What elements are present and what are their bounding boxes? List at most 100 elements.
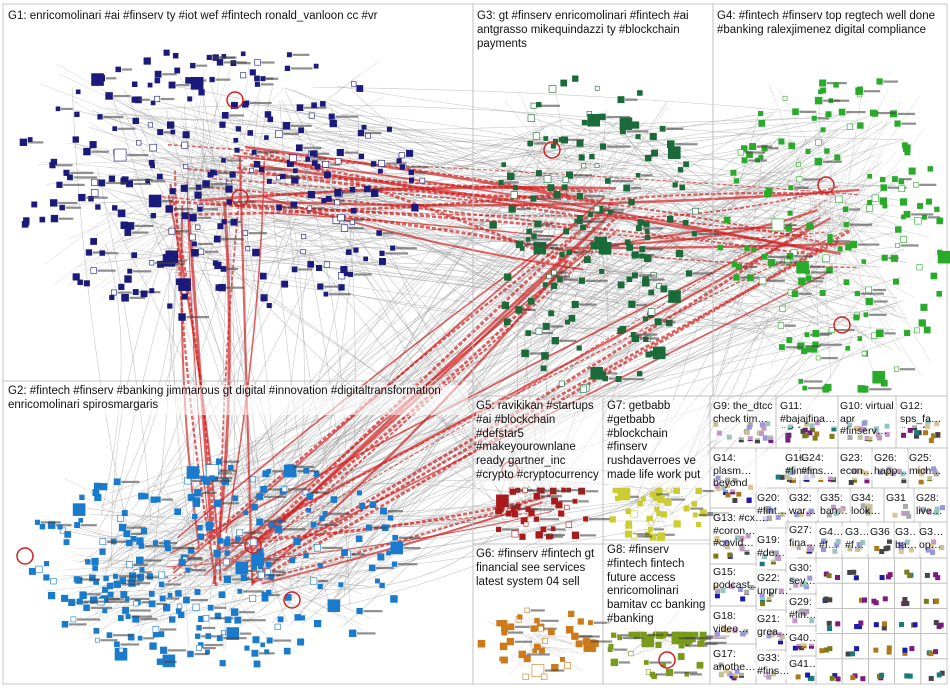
node <box>91 238 97 244</box>
group-label-g14: G14: plasm… beyond hype… <box>713 452 767 492</box>
node <box>198 534 204 540</box>
node-label <box>286 176 298 178</box>
node-label <box>383 232 394 234</box>
node <box>246 247 250 251</box>
node <box>526 331 531 336</box>
node <box>851 570 856 575</box>
node-label <box>404 547 421 549</box>
node-label <box>63 184 85 186</box>
node <box>572 633 579 640</box>
node <box>651 134 656 139</box>
node <box>224 576 231 583</box>
node <box>164 50 170 56</box>
node <box>595 237 607 249</box>
node <box>245 646 250 651</box>
node <box>203 477 210 484</box>
node <box>895 243 899 247</box>
node-label <box>385 252 408 254</box>
node <box>121 222 128 229</box>
node <box>926 199 931 204</box>
node <box>549 85 556 92</box>
node-label <box>537 198 561 200</box>
node-label <box>66 207 81 209</box>
node <box>629 301 636 308</box>
node <box>170 188 176 194</box>
edge <box>101 244 121 515</box>
node <box>290 155 297 162</box>
node <box>562 185 567 190</box>
node <box>684 506 689 511</box>
node-label <box>675 143 697 145</box>
node <box>261 295 268 302</box>
node <box>676 250 683 257</box>
node <box>292 267 297 272</box>
node <box>573 499 577 503</box>
node-label <box>580 220 591 222</box>
node <box>866 287 872 293</box>
node-label <box>579 635 592 637</box>
node <box>177 604 182 609</box>
node <box>100 251 105 256</box>
node <box>216 566 220 570</box>
node <box>715 593 720 598</box>
node <box>549 311 554 316</box>
node <box>143 494 148 499</box>
node-label <box>233 201 256 203</box>
node <box>252 650 258 656</box>
node <box>866 298 873 305</box>
node <box>539 648 544 653</box>
group-label-g31: G31 <box>886 492 914 520</box>
node <box>250 70 256 76</box>
group-label-g30: G30: sev… ban… <box>789 562 817 590</box>
node-label <box>505 505 520 507</box>
node-label <box>846 111 866 113</box>
node <box>219 592 225 598</box>
node <box>747 275 753 281</box>
node-label <box>219 470 236 472</box>
group-label-g29: G29: #fin… <box>789 596 817 624</box>
node-label <box>197 217 211 219</box>
node <box>933 572 938 577</box>
node <box>377 231 382 236</box>
node <box>44 575 50 581</box>
node-label <box>205 251 219 253</box>
node-label <box>215 477 232 479</box>
node <box>758 111 763 116</box>
node <box>86 250 92 256</box>
group-panel <box>868 583 894 608</box>
node <box>579 278 585 284</box>
node-label <box>542 223 552 225</box>
node-label <box>547 528 566 530</box>
node <box>206 634 211 639</box>
node-label <box>61 108 73 110</box>
node <box>235 617 241 623</box>
node <box>577 346 582 351</box>
node <box>237 530 243 536</box>
node <box>523 674 529 680</box>
node-label <box>127 154 148 156</box>
node <box>522 350 529 357</box>
node <box>193 604 199 610</box>
node-label <box>264 520 287 522</box>
node <box>316 265 321 270</box>
node <box>126 540 132 546</box>
group-label-g28: G28: live… <box>916 492 946 520</box>
node-label <box>591 640 613 642</box>
node <box>850 675 855 680</box>
group-label-g6: G6: #finserv #fintech gt financial see s… <box>476 548 602 606</box>
node <box>169 82 175 88</box>
node-label <box>604 372 617 374</box>
node <box>181 185 188 192</box>
node <box>844 280 849 285</box>
node-label <box>293 466 314 468</box>
group-label-g32: G32: war… <box>789 492 819 520</box>
node <box>919 320 926 327</box>
node <box>179 314 186 321</box>
node <box>222 219 227 224</box>
node <box>620 118 632 130</box>
node <box>281 174 286 179</box>
node <box>785 438 790 443</box>
node-label <box>557 272 567 274</box>
node <box>295 614 301 620</box>
node <box>40 217 45 222</box>
